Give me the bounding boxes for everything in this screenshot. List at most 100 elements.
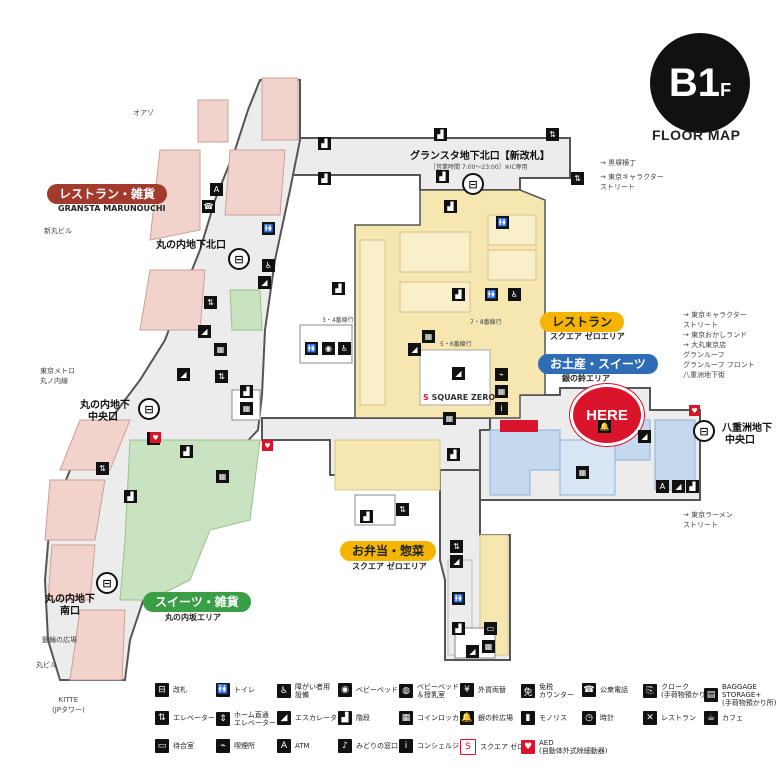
dir-kitte: KITTE (JPタワー) (52, 696, 85, 714)
coin-locker-icon: ▦ (422, 330, 435, 343)
legend-label: 時計 (600, 714, 614, 722)
baby-bed-icon: ◉ (322, 342, 335, 355)
ticket-office-icon: ♪ (338, 739, 352, 753)
dir-doukan: 動輪の広場 (42, 636, 77, 644)
monolith-icon: ▮ (521, 711, 535, 725)
legend-label: エレベーター (173, 714, 215, 722)
legend-item: ♿障がい者用 設備 (277, 683, 330, 699)
square-zero-logo-text: SQUARE ZERO (431, 393, 496, 402)
accessible-toilet-icon: ♿ (338, 342, 351, 355)
coin-locker-icon: ▦ (576, 466, 589, 479)
coin-locker-icon: ▦ (240, 402, 253, 415)
phone-icon: ☎ (202, 200, 215, 213)
map-legend: ⊟改札🚻トイレ♿障がい者用 設備◉ベビーベッド◍ベビーベッド ＆授乳室¥外貨両替… (155, 683, 776, 778)
dir-tokyo-metro: 東京メトロ 丸ノ内線 (40, 367, 75, 385)
legend-item: ⇅ エレベーター (155, 711, 215, 725)
cafe-icon: ☕ (704, 711, 718, 725)
legend-label: 外貨両替 (478, 686, 506, 694)
tax-free-icon: 免 (521, 684, 535, 698)
dir-ramen-street: → 東京ラーメン ストリート (683, 511, 733, 529)
gate-icon: ⊟ (693, 420, 715, 442)
elevator-icon: ⇅ (96, 462, 109, 475)
coin-locker-icon: ▦ (399, 711, 413, 725)
toilet-icon: 🚻 (452, 592, 465, 605)
phone-icon: ☎ (582, 683, 596, 697)
elevator-icon: ⇅ (204, 296, 217, 309)
area-pill-bento: お弁当・惣菜 (340, 541, 437, 561)
area-sub-bento: スクエア ゼロエリア (352, 562, 427, 571)
smoking-icon: ⌁ (216, 739, 230, 753)
legend-item: ⇕ホーム直通 エレベーター (216, 711, 276, 727)
aed-icon: ♥ (689, 405, 700, 416)
elevator-icon: ⇅ (155, 711, 169, 725)
aed-icon: ♥ (521, 740, 535, 754)
legend-label: モノリス (539, 714, 567, 722)
legend-label: ベビーベッド (356, 686, 398, 694)
legend-label: 待合室 (173, 742, 194, 750)
bell-icon: 🔔 (460, 711, 474, 725)
legend-item: ¥外貨両替 (460, 683, 506, 697)
stairs-icon: ▟ (318, 137, 331, 150)
coin-locker-icon: ▦ (216, 470, 229, 483)
gate-icon: ⊟ (228, 248, 250, 270)
concierge-icon: i (495, 402, 508, 415)
legend-item: ⌁喫煙所 (216, 739, 255, 753)
legend-label: トイレ (234, 686, 255, 694)
legend-item: i コンシェルジュ (399, 739, 466, 753)
aed-icon: ♥ (262, 440, 273, 451)
floor-level: B1 (668, 60, 721, 105)
baby-bed-icon: ◉ (338, 683, 352, 697)
legend-label: エスカレーター (295, 714, 344, 722)
elevator-icon: ⇅ (450, 540, 463, 553)
legend-item: ◷時計 (582, 711, 614, 725)
toilet-icon: 🚻 (216, 683, 230, 697)
baby-bed-nursing-icon: ◍ (399, 684, 413, 698)
legend-item: 免免税 カウンター (521, 683, 574, 699)
escalator-icon: ◢ (672, 480, 685, 493)
legend-item: ♥AED (自動体外式除細動器) (521, 739, 607, 755)
gate-icon: ⊟ (138, 398, 160, 420)
concierge-icon: i (399, 739, 413, 753)
dir-oazo: オアゾ (133, 109, 154, 117)
legend-label: 改札 (173, 686, 187, 694)
stairs-icon: ▟ (444, 200, 457, 213)
legend-item: 🔔銀の鈴広場 (460, 711, 513, 725)
stairs-icon: ▟ (434, 128, 447, 141)
dir-kokuro: → 黒塀横丁 (600, 159, 637, 167)
escalator-icon: ◢ (466, 645, 479, 658)
coin-locker-icon: ▦ (495, 385, 508, 398)
stairs-icon: ▟ (436, 170, 449, 183)
floor-suffix: F (720, 79, 732, 100)
floor-badge: B1 F (650, 33, 750, 133)
legend-item: ▮ モノリス (521, 711, 567, 725)
waiting-room-icon: ▭ (155, 739, 169, 753)
area-pill-souvenir: お土産・スイーツ (538, 354, 658, 374)
square-zero-icon: S (423, 393, 429, 402)
elevator-icon: ⇅ (546, 128, 559, 141)
legend-item: ✕レストラン (643, 711, 696, 725)
dir-character-street-top: → 東京キャラクター ストリート (600, 173, 664, 191)
area-sub-restaurant-square: スクエア ゼロエリア (550, 332, 625, 341)
legend-item: 🚻 トイレ (216, 683, 255, 697)
legend-item: ☎公衆電話 (582, 683, 628, 697)
gate-marunouchi-south-line1: 丸の内地下 (45, 594, 95, 605)
escalator-icon: ◢ (638, 430, 651, 443)
gate-yaesu-central-line2: 中央口 (725, 435, 755, 446)
legend-label: コンシェルジュ (417, 742, 466, 750)
square-zero-icon: S (460, 739, 476, 755)
dir-right-group: → 東京キャラクター ストリート → 東京おかしランド → 大丸東京店 グランル… (683, 311, 755, 379)
stairs-icon: ▟ (318, 172, 331, 185)
escalator-icon: ◢ (450, 555, 463, 568)
stairs-icon: ▟ (240, 385, 253, 398)
restaurant-area (44, 77, 299, 681)
accessible-toilet-icon: ♿ (508, 288, 521, 301)
legend-item: ♪みどりの窓口 (338, 739, 398, 753)
stairs-icon: ▟ (686, 480, 699, 493)
note-floor56: 5・6番線行 (440, 341, 472, 348)
legend-label: ベビーベッド ＆授乳室 (417, 683, 459, 699)
legend-item: ⎘クローク (手荷物預かり所) (643, 683, 715, 699)
coin-locker-icon: ▦ (482, 640, 495, 653)
gate-gransta-north-hours: ［営業時間 7:00～23:00］※IC専用 (430, 164, 528, 171)
